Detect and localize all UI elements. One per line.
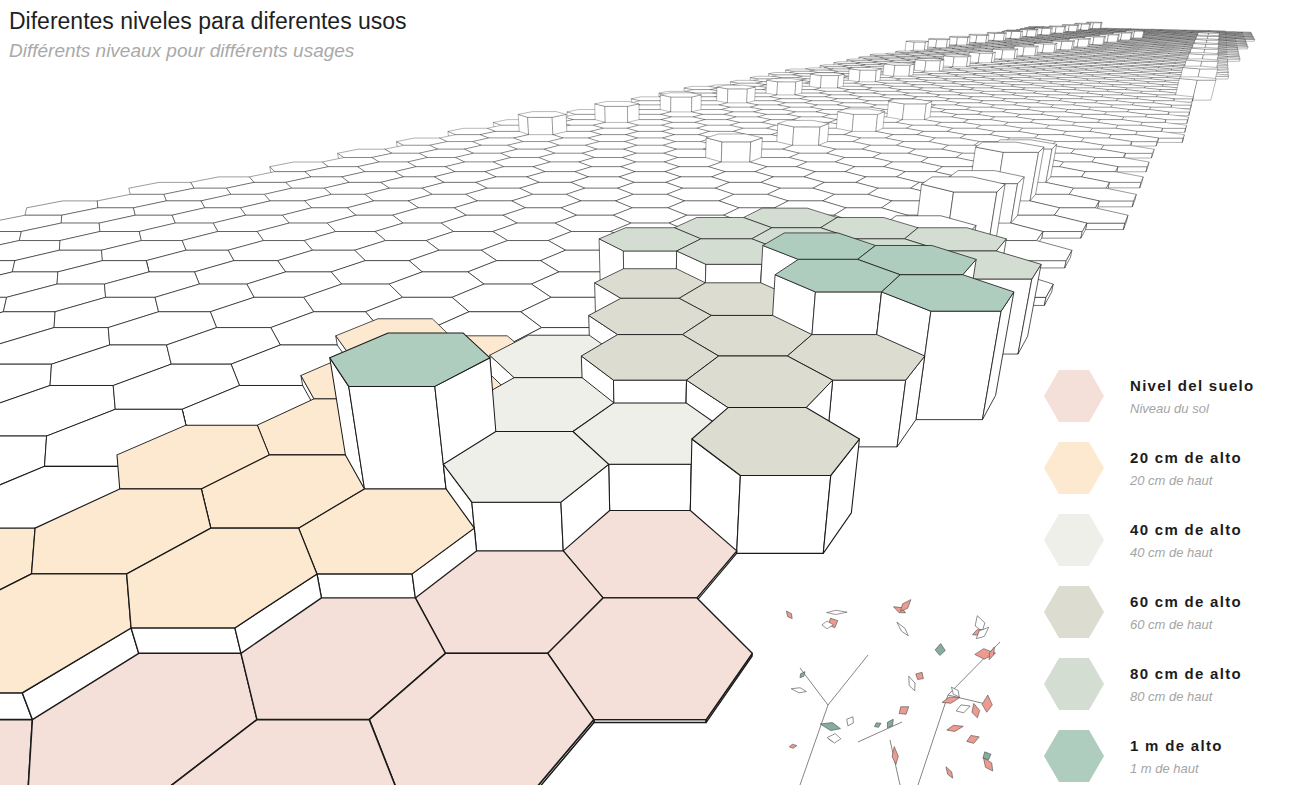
tile-top — [1075, 23, 1091, 24]
tile-top — [1087, 22, 1103, 23]
tile-top — [1049, 26, 1066, 27]
tile-top — [1035, 27, 1052, 28]
tile-top — [1004, 31, 1023, 32]
tile-side — [1245, 39, 1255, 41]
tile-side — [1237, 47, 1248, 49]
tile-top — [1020, 29, 1038, 30]
tile-top — [1062, 25, 1078, 26]
